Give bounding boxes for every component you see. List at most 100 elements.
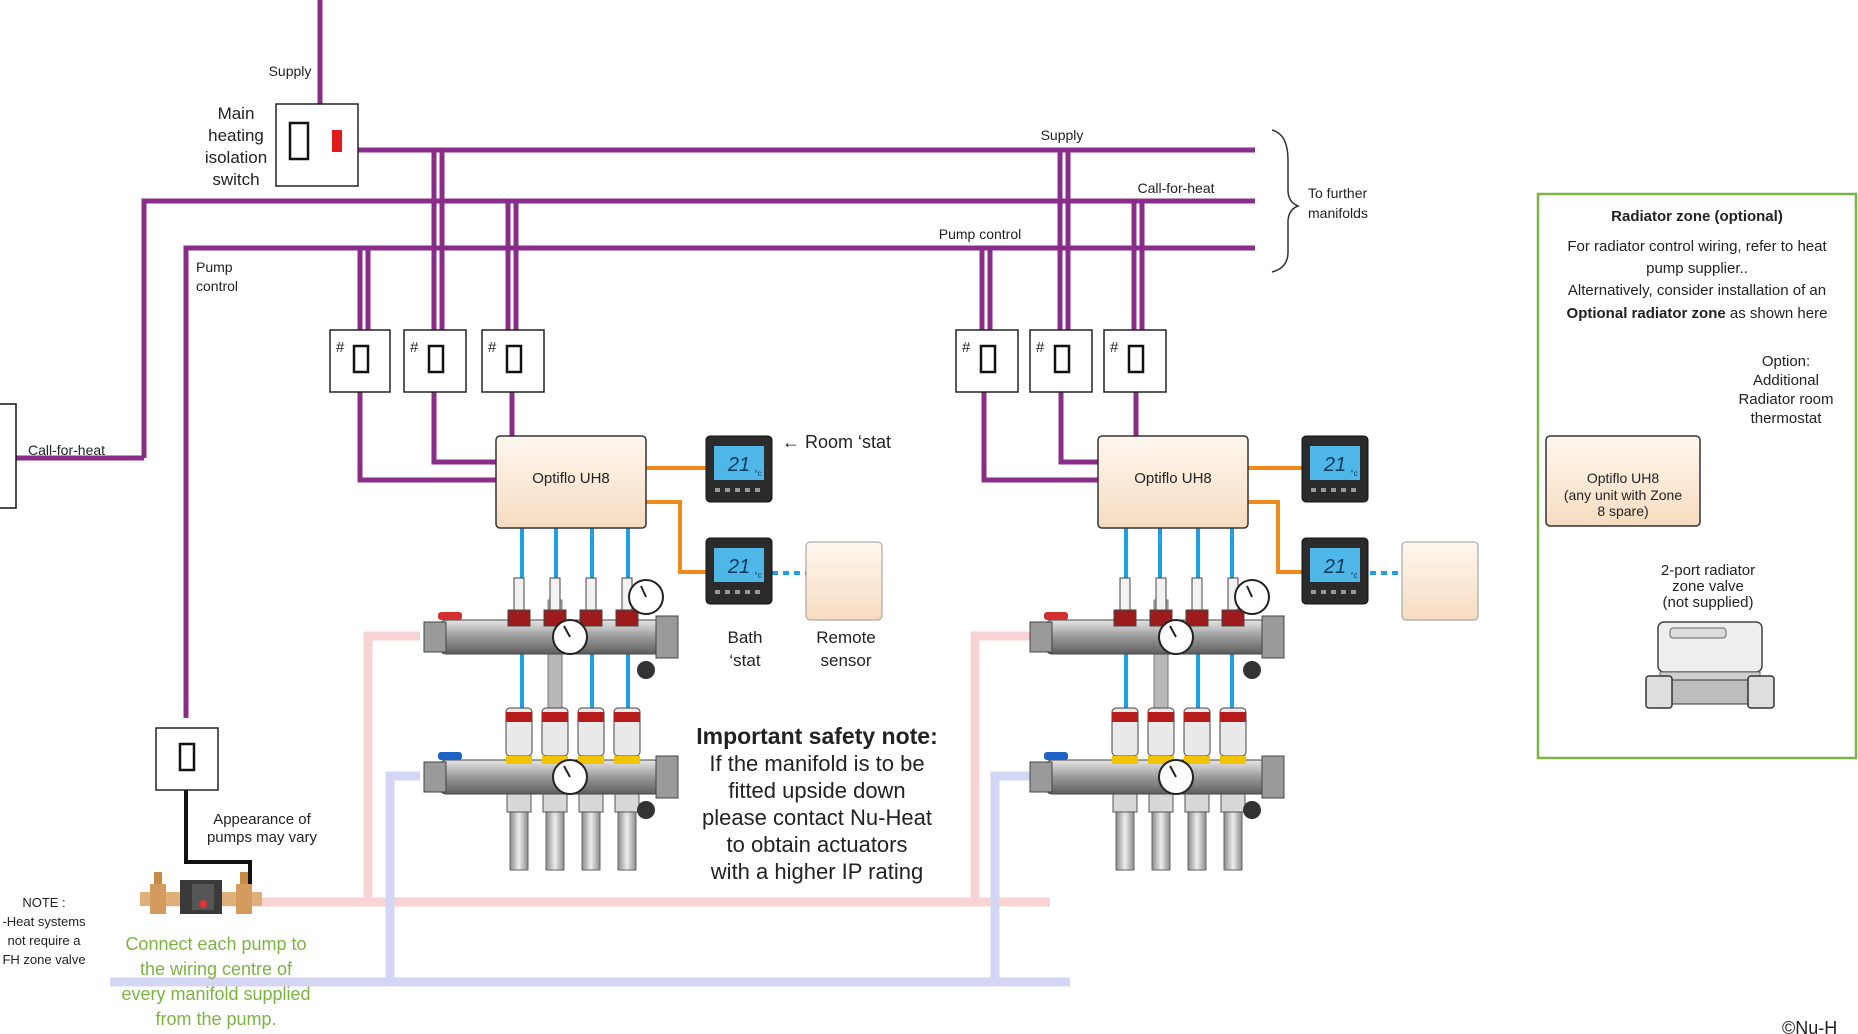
spur-switch[interactable]: # — [955, 329, 1019, 393]
note-3: not require a — [8, 933, 82, 948]
room-thermostat-right: 21 °c — [1301, 435, 1369, 503]
to-further-manifolds-2: manifolds — [1308, 205, 1368, 221]
switch-indicator — [332, 130, 342, 152]
manifold-left — [423, 577, 679, 871]
radiator-option-1: Option: — [1762, 353, 1810, 370]
radiator-panel-line4: Optional radiator zone as shown here — [1567, 305, 1828, 322]
thermostat-reading: 21 — [727, 556, 750, 578]
radiator-panel-line3: Alternatively, consider installation of … — [1568, 282, 1826, 299]
wiring-centre-left-label: Optiflo UH8 — [532, 470, 610, 487]
spur-switch[interactable]: # — [481, 329, 545, 393]
radiator-zone-panel: Radiator zone (optional) For radiator co… — [1536, 192, 1858, 760]
pump-feed-wire — [184, 790, 252, 890]
fused-spur-switches: # # # # # # — [155, 329, 1167, 791]
svg-text:#: # — [962, 339, 971, 356]
radiator-unit-line1: Optiflo UH8 — [1587, 470, 1660, 486]
radiator-valve-1: 2-port radiator — [1661, 562, 1755, 579]
connect-pump-2: the wiring centre of — [140, 959, 293, 979]
radiator-panel-line1: For radiator control wiring, refer to he… — [1567, 238, 1827, 255]
svg-text:#: # — [1036, 339, 1045, 356]
note-2: -Heat systems — [2, 914, 86, 929]
remote-sensor-right — [1401, 541, 1479, 621]
pump-control-left-1: Pump — [196, 259, 233, 275]
wiring-centre-right: Optiflo UH8 — [1097, 435, 1249, 529]
bath-thermostat-left: 21°c — [705, 537, 773, 605]
call-for-heat-left-label: Call-for-heat — [28, 442, 105, 458]
copyright: ©Nu-H — [1782, 1018, 1837, 1034]
wiring-centre-left: Optiflo UH8 — [495, 435, 647, 529]
safety-note-line: with a higher IP rating — [710, 859, 923, 884]
spur-switch[interactable]: # — [329, 329, 391, 393]
svg-text:#: # — [336, 339, 345, 356]
note-1: NOTE : — [22, 895, 65, 910]
remote-sensor-label-1: Remote — [816, 628, 876, 647]
bath-thermostat-right: 21 °c — [1301, 537, 1369, 605]
bath-stat-label-1: Bath — [728, 628, 763, 647]
spur-switch[interactable]: # — [1029, 329, 1093, 393]
safety-note-heading: Important safety note: — [696, 723, 938, 749]
pump-control-bus-label: Pump control — [939, 226, 1021, 242]
remote-sensor-left — [805, 541, 883, 621]
to-further-manifolds-1: To further — [1308, 185, 1367, 201]
connect-pump-1: Connect each pump to — [125, 934, 306, 954]
call-for-heat-bus — [141, 198, 1255, 458]
safety-note-line: If the manifold is to be — [709, 751, 924, 776]
main-switch-label-1: Main — [218, 104, 255, 123]
radiator-valve-3: (not supplied) — [1663, 594, 1754, 611]
radiator-option-3: Radiator room — [1738, 391, 1833, 408]
flow-pipes — [110, 631, 1070, 987]
radiator-unit-line2: (any unit with Zone — [1564, 487, 1682, 503]
remote-sensor-label-2: sensor — [820, 651, 871, 670]
main-isolation-switch[interactable] — [275, 103, 359, 187]
connect-pump-3: every manifold supplied — [121, 984, 310, 1004]
thermostat-reading: 21 — [1323, 454, 1346, 476]
thermostat-unit: °c — [1350, 571, 1357, 580]
appearance-label-1: Appearance of — [213, 811, 311, 828]
pump-switch[interactable] — [155, 727, 219, 791]
spur-switch[interactable]: # — [403, 329, 467, 393]
flow-pipe-red-left-riser — [363, 631, 420, 902]
radiator-valve-2: zone valve — [1672, 578, 1744, 595]
radiator-option-2: Additional — [1753, 372, 1819, 389]
manifold-right — [1029, 577, 1285, 871]
return-pipe-blue-right-riser — [990, 771, 1030, 982]
svg-text:#: # — [410, 339, 419, 356]
thermostat-unit: °c — [754, 469, 761, 478]
call-for-heat-bus-label: Call-for-heat — [1137, 180, 1214, 196]
connect-pump-4: from the pump. — [155, 1009, 276, 1029]
safety-note-line: please contact Nu-Heat — [702, 805, 932, 830]
radiator-wiring-unit — [1545, 435, 1701, 527]
safety-note: Important safety note: If the manifold i… — [696, 723, 938, 884]
labels: Supply Main heating isolation switch Sup… — [2, 63, 1837, 1034]
main-switch-label-3: isolation — [205, 148, 267, 167]
room-stat-label: ← Room ‘stat — [782, 432, 891, 452]
supply-bus-label: Supply — [1041, 127, 1084, 143]
thermostat-unit: °c — [1350, 469, 1357, 478]
thermostat-reading: 21 — [727, 454, 750, 476]
svg-text:#: # — [488, 339, 497, 356]
note-4: FH zone valve — [2, 952, 85, 967]
svg-text:#: # — [1110, 339, 1119, 356]
radiator-option-4: thermostat — [1751, 410, 1823, 427]
thermostat-reading: 21 — [1323, 556, 1346, 578]
room-thermostat-left: 21 °c — [705, 435, 773, 503]
spur-switch[interactable]: # — [1103, 329, 1167, 393]
bath-stat-label-2: ‘stat — [729, 651, 760, 670]
wiring-centre-right-label: Optiflo UH8 — [1134, 470, 1212, 487]
circulation-pump — [140, 872, 262, 914]
radiator-unit-line3: 8 spare) — [1597, 503, 1648, 519]
brace — [1271, 129, 1301, 273]
left-edge-unit — [0, 403, 17, 509]
pump-control-left-2: control — [196, 278, 238, 294]
radiator-panel-title: Radiator zone (optional) — [1611, 208, 1783, 225]
pump-control-bus — [183, 245, 1255, 718]
manifolds — [423, 577, 1285, 871]
flow-pipe-red-right-riser — [970, 631, 1030, 902]
switch-rocker — [288, 121, 310, 161]
zone-valve — [1645, 621, 1775, 709]
safety-note-line: to obtain actuators — [726, 832, 907, 857]
appearance-label-2: pumps may vary — [207, 829, 318, 846]
radiator-panel-line2: pump supplier.. — [1646, 260, 1748, 277]
supply-top-label: Supply — [269, 63, 312, 79]
